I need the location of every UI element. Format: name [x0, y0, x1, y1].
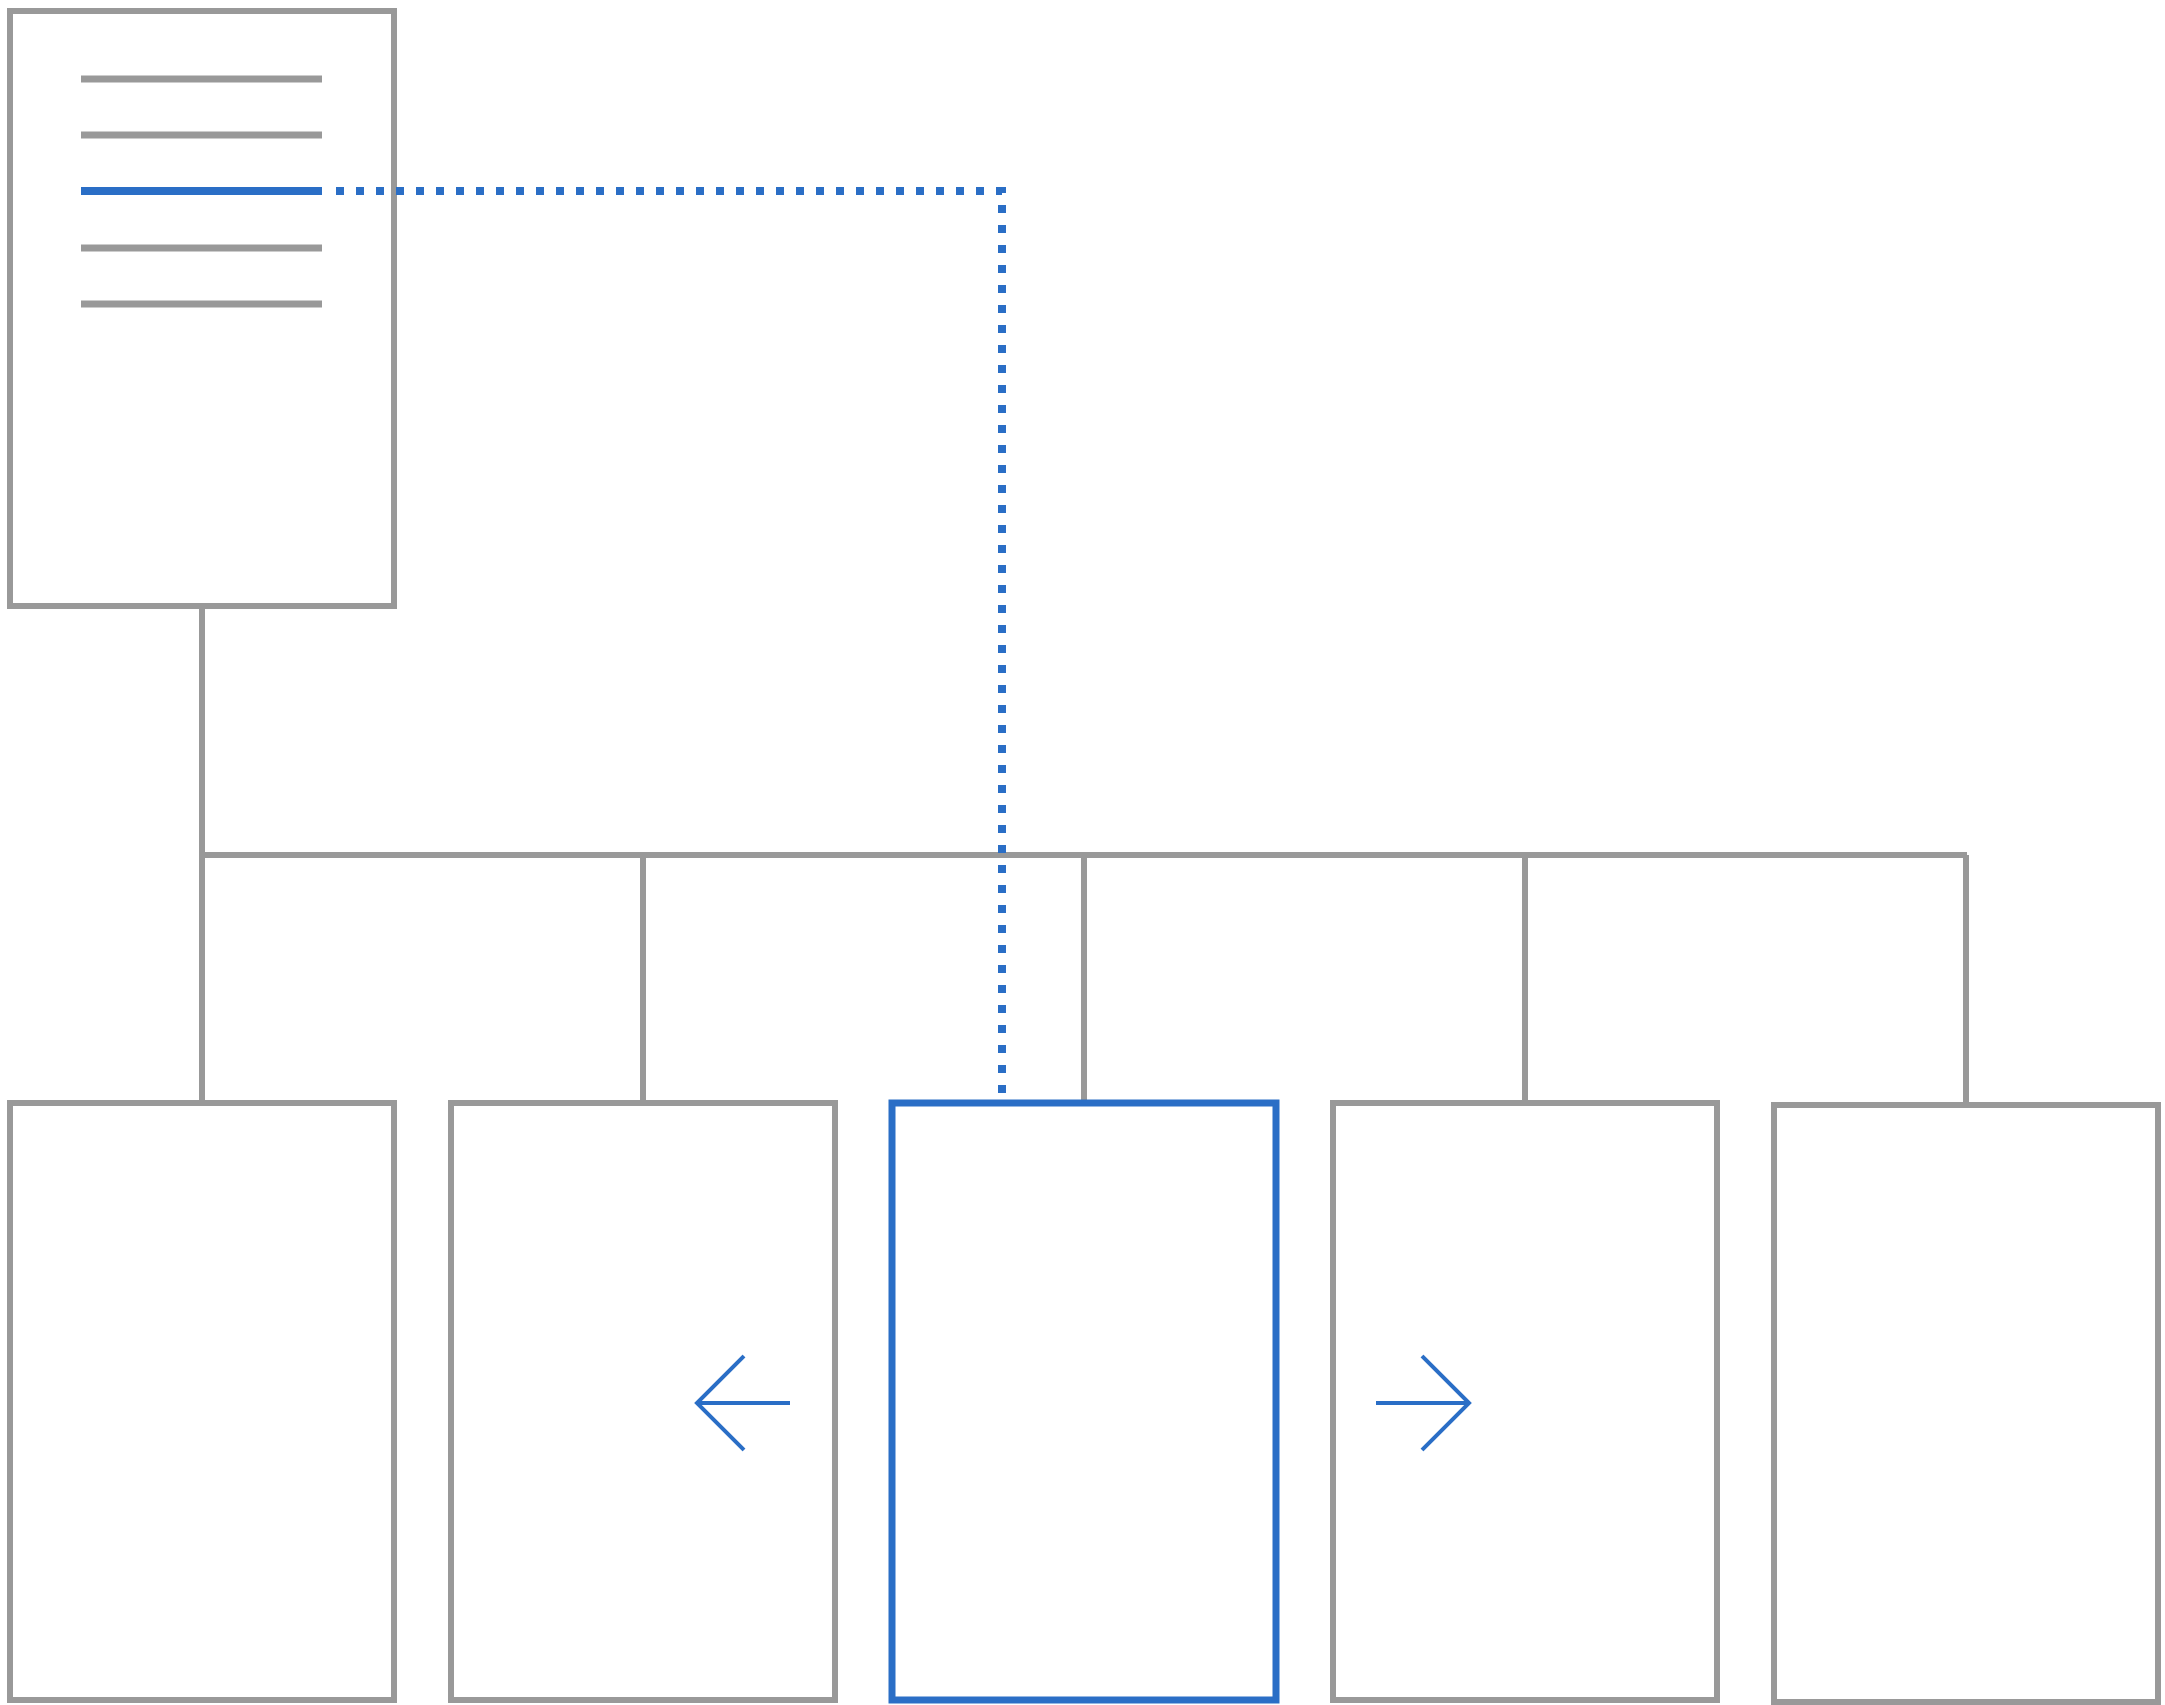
child-page-1	[7, 1100, 397, 1703]
arrow-left-icon	[694, 1354, 790, 1452]
tree-connectors	[199, 606, 1969, 1105]
child-page-5	[1771, 1102, 2161, 1705]
child-pages	[7, 1100, 2161, 1705]
child-page-3-selected	[888, 1099, 1280, 1704]
index-link-dotted-path	[336, 187, 1006, 1103]
index-page-frame	[7, 8, 397, 609]
arrow-right-icon	[1376, 1354, 1472, 1452]
index-page	[7, 8, 397, 609]
